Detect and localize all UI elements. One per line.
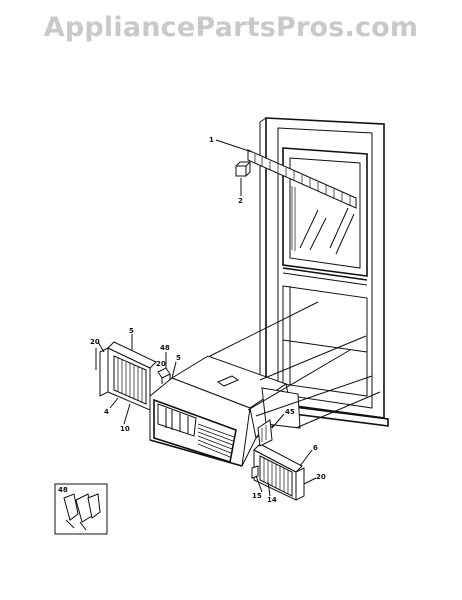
callout-4: 4 [104,408,109,416]
lower-window-opening [282,285,368,397]
callout-45: 45 [285,408,295,416]
callout-20-right: 20 [316,473,326,481]
left-side-curtain [99,341,157,411]
detail-inset [54,483,108,535]
upper-window-sash [282,147,368,286]
callout-labels: 1 2 5 20 48 20 5 4 10 45 6 20 15 14 48 [58,136,326,504]
callout-5-mid: 5 [176,354,181,362]
right-side-curtain [253,419,305,501]
small-hardware [157,367,259,479]
top-mounting-rail [247,149,357,209]
callout-2: 2 [238,197,243,205]
callout-14: 14 [267,496,277,504]
callout-10: 10 [120,425,130,433]
window-frame [245,117,389,427]
callout-48-left: 48 [160,344,170,352]
callout-1: 1 [209,136,214,144]
mounting-bracket [235,161,251,177]
callout-6: 6 [313,444,318,452]
callout-48-inset: 48 [58,486,68,494]
callout-15: 15 [252,492,262,500]
leader-lines [95,139,381,497]
callout-5-left: 5 [129,327,134,335]
callout-20-mid: 20 [156,360,166,368]
site-watermark: AppliancePartsPros.com [43,12,419,43]
callout-20-left: 20 [90,338,100,346]
